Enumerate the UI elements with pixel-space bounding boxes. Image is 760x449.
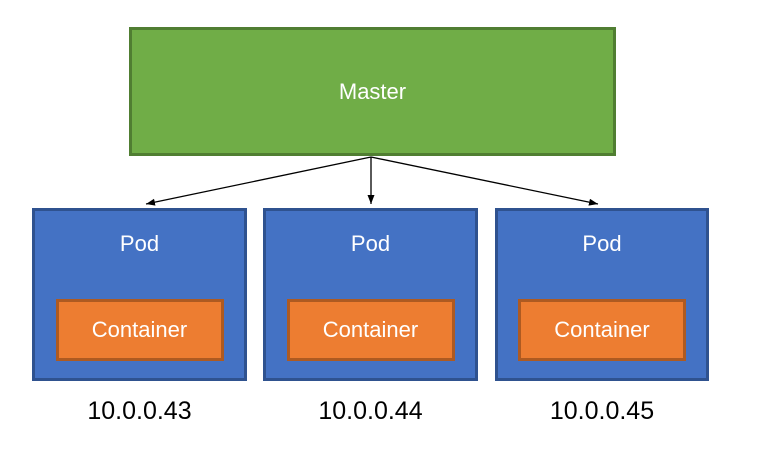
container-2-label: Container <box>322 317 419 342</box>
arrow-master-to-pod-3 <box>370 156 599 206</box>
master-node: Master <box>129 27 616 156</box>
pod-3-ip-address: 10.0.0.45 <box>549 397 655 425</box>
master-node-label: Master <box>338 78 407 104</box>
pod-node-1: Pod Container <box>32 208 247 381</box>
pod-1-label: Pod <box>119 231 160 256</box>
pod-1-ip-address: 10.0.0.43 <box>87 397 192 425</box>
container-1-label: Container <box>91 317 188 342</box>
pod-2-ip-address: 10.0.0.44 <box>318 397 423 425</box>
container-node-2: Container <box>286 299 455 361</box>
container-3-label: Container <box>554 317 650 342</box>
arrow-master-to-pod-1 <box>145 156 372 206</box>
container-node-1: Container <box>55 299 224 361</box>
pod-node-3: Pod Container <box>495 208 709 381</box>
container-node-3: Container <box>518 299 686 361</box>
pod-node-2: Pod Container <box>263 208 478 381</box>
pod-3-label: Pod <box>582 231 622 256</box>
pod-2-label: Pod <box>350 231 391 256</box>
